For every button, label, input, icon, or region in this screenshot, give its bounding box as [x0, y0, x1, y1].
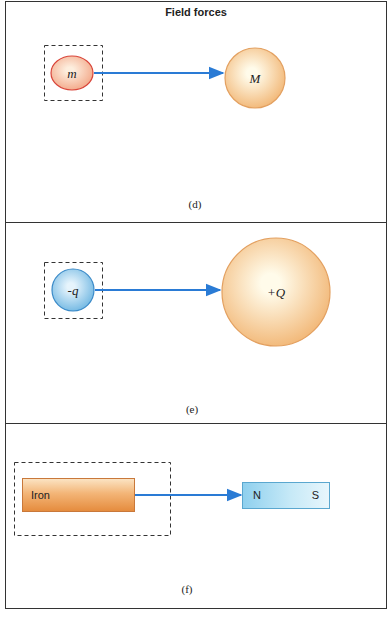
bar-magnet: NS [242, 482, 330, 509]
force-arrow [135, 494, 241, 496]
force-arrow [95, 289, 220, 291]
node-label: M [250, 72, 261, 85]
panel-title: Field forces [165, 6, 227, 18]
charge-sphere: +Q [221, 237, 331, 347]
node-label: +Q [267, 286, 285, 299]
node-label: S [312, 490, 319, 501]
force-arrow [94, 72, 223, 74]
iron-bar: Iron [22, 478, 135, 512]
mass-sphere: M [224, 47, 286, 109]
mass-sphere: m [50, 55, 94, 91]
node-label: -q [68, 284, 79, 297]
node-label: Iron [31, 490, 50, 501]
panel-letter: (e) [186, 403, 198, 415]
charge-sphere: -q [51, 268, 95, 312]
panel-letter: (f) [182, 583, 193, 595]
node-label: N [253, 490, 261, 501]
panel-letter: (d) [189, 198, 202, 210]
node-label: m [67, 67, 76, 80]
